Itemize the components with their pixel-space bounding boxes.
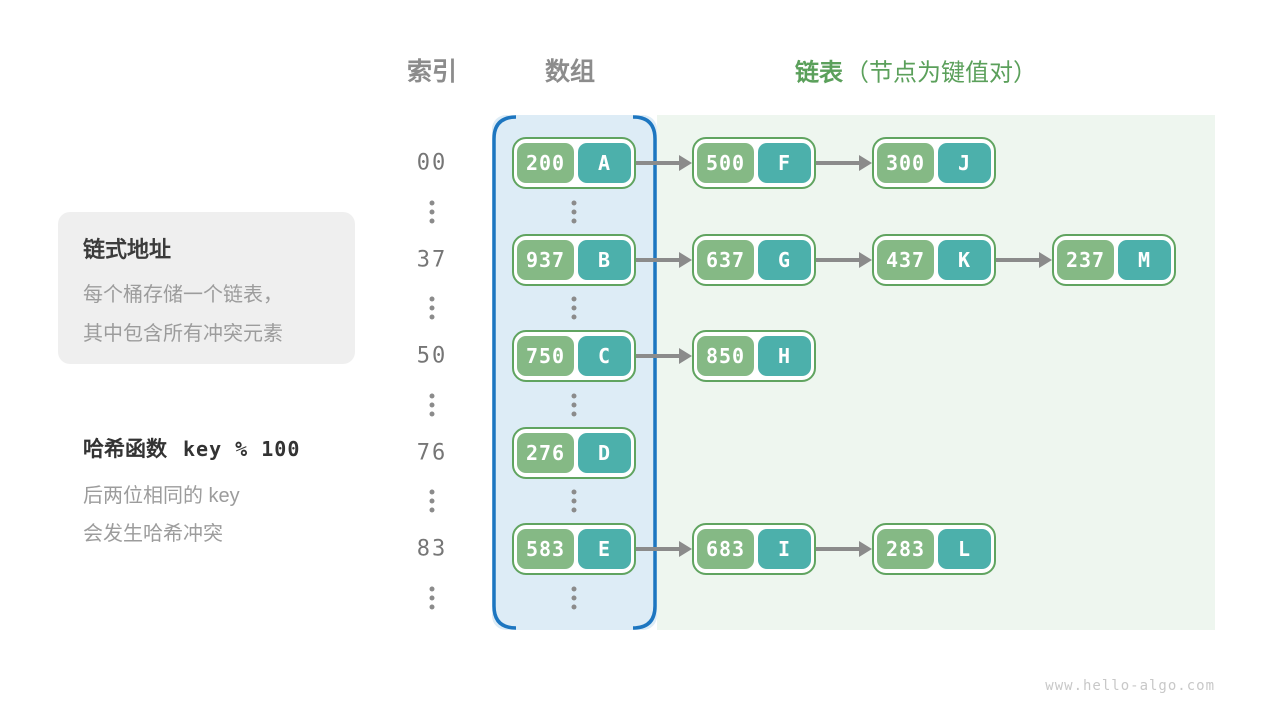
node-key: 237 [1057,239,1114,280]
arrow-icon [816,155,872,171]
header-array: 数组 [544,58,596,86]
watermark: www.hello-algo.com [1045,678,1215,694]
array-bracket-border [492,115,657,630]
node-key: 300 [877,143,934,183]
node-key: 583 [517,529,574,569]
ellipsis-dots [429,489,435,513]
hash-function-note: 哈希函数 key % 100 后两位相同的 key 会发生哈希冲突 [83,433,300,553]
node-key: 200 [517,143,574,183]
node-key: 850 [697,336,754,376]
ellipsis-dots [571,586,577,609]
ellipsis-dots [571,393,577,416]
node-key: 750 [517,336,574,376]
ellipsis-dots [429,586,435,609]
ellipsis-dots [571,489,577,513]
hash-function-title: 哈希函数 key % 100 [83,433,300,463]
node-key: 637 [697,239,754,280]
hash-function-label: 哈希函数 [83,438,167,461]
header-linked-list: 链表 （节点为键值对） [795,53,1037,88]
header-linked-list-note: （节点为键值对） [845,59,1037,87]
node-value: A [578,143,631,183]
bucket-index-label: 50 [416,343,448,369]
ellipsis-dots [571,200,577,223]
bucket-index-label: 00 [416,150,448,176]
arrow-icon [636,251,692,268]
bucket-index-label: 37 [416,247,448,272]
header-linked-list-label: 链表 [795,59,843,87]
hash-function-code: key % 100 [183,437,301,461]
arrow-icon [636,155,692,171]
node-value: H [758,336,811,376]
arrow-icon [816,541,872,557]
bucket-index-label: 76 [416,440,448,465]
info-card-line-2: 其中包含所有冲突元素 [83,323,283,345]
node-value: I [758,529,811,569]
node-value: D [578,432,631,473]
node-key: 683 [697,529,754,569]
node-value: M [1118,239,1171,280]
arrow-icon [996,251,1052,268]
node-value: C [578,336,631,376]
arrow-icon [636,348,692,364]
node-value: J [938,143,991,183]
ellipsis-dots [429,296,435,320]
info-card-title: 链式地址 [83,237,172,262]
arrow-icon [636,541,692,557]
node-key: 283 [877,529,934,569]
bucket-index-label: 83 [416,536,448,562]
node-value: F [758,143,811,183]
node-value: K [938,239,991,280]
hash-note-line-1: 后两位相同的 key [83,485,240,507]
arrow-icon [816,251,872,268]
info-card-chaining: 链式地址 每个桶存储一个链表， 其中包含所有冲突元素 [58,212,355,364]
node-key: 937 [517,239,574,280]
node-key: 276 [517,432,574,473]
node-value: L [938,529,991,569]
node-value: G [758,239,811,280]
node-value: B [578,239,631,280]
ellipsis-dots [429,200,435,223]
header-index: 索引 [406,58,458,86]
node-key: 437 [877,239,934,280]
ellipsis-dots [429,393,435,416]
hash-note-line-2: 会发生哈希冲突 [83,523,223,545]
ellipsis-dots [571,296,577,320]
node-value: E [578,529,631,569]
info-card-line-1: 每个桶存储一个链表， [83,284,283,306]
node-key: 500 [697,143,754,183]
